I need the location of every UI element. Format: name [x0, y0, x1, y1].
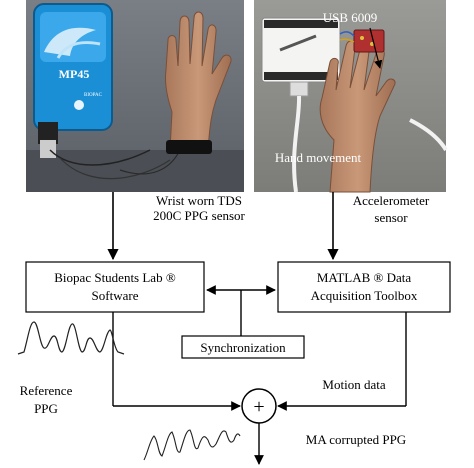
adder-plus-symbol: + [253, 396, 264, 418]
usb-cable [292, 95, 302, 193]
biopac-box-label-line1: Biopac Students Lab ® [54, 270, 176, 285]
usb-label-pointer [369, 27, 383, 69]
biopac-software-box [25, 261, 205, 313]
cable [49, 149, 151, 166]
reference-label-line2: PPG [34, 401, 58, 416]
matlab-box-label-line1: MATLAB ® Data [317, 270, 412, 285]
mp45-label: MP45 [59, 67, 90, 81]
biopac-box-label-line2: Software [92, 288, 139, 303]
synchronization-label: Synchronization [200, 340, 286, 355]
accelerometer-caption-line2: sensor [374, 210, 408, 225]
wrist-sensor-band [166, 140, 212, 154]
usb-6009-device-image [261, 17, 341, 97]
matlab-toolbox-box [277, 261, 451, 313]
motion-data-label: Motion data [322, 377, 385, 392]
wrist-sensor-caption-line2: 200C PPG sensor [153, 208, 245, 223]
left-photo: MP45 BIOPAC Wrist worn TDS 200C PPG sens… [26, 0, 246, 223]
matlab-box-label-line2: Acquisition Toolbox [311, 288, 418, 303]
ma-corrupted-ppg-waveform [143, 429, 241, 461]
ma-corrupted-ppg-label: MA corrupted PPG [306, 432, 406, 447]
reference-label-line1: Reference [20, 383, 73, 398]
accelerometer-board-image [339, 29, 385, 53]
cable [119, 149, 181, 175]
synchronization-box [181, 335, 305, 359]
left-hand-image [165, 11, 232, 154]
hand-movement-label: Hand movement [275, 150, 362, 165]
mp45-device-image [33, 3, 113, 158]
cable [59, 157, 171, 180]
usb-6009-label: USB 6009 [323, 10, 378, 25]
wrist-sensor-caption-line1: Wrist worn TDS [156, 193, 242, 208]
usb-cable [409, 118, 448, 152]
accelerometer-caption-line1: Accelerometer [353, 193, 430, 208]
biopac-brand-label: BIOPAC [84, 93, 103, 98]
right-photo: USB 6009 Hand movement Accelerometer sen… [254, 0, 448, 225]
reference-ppg-waveform [17, 321, 125, 355]
